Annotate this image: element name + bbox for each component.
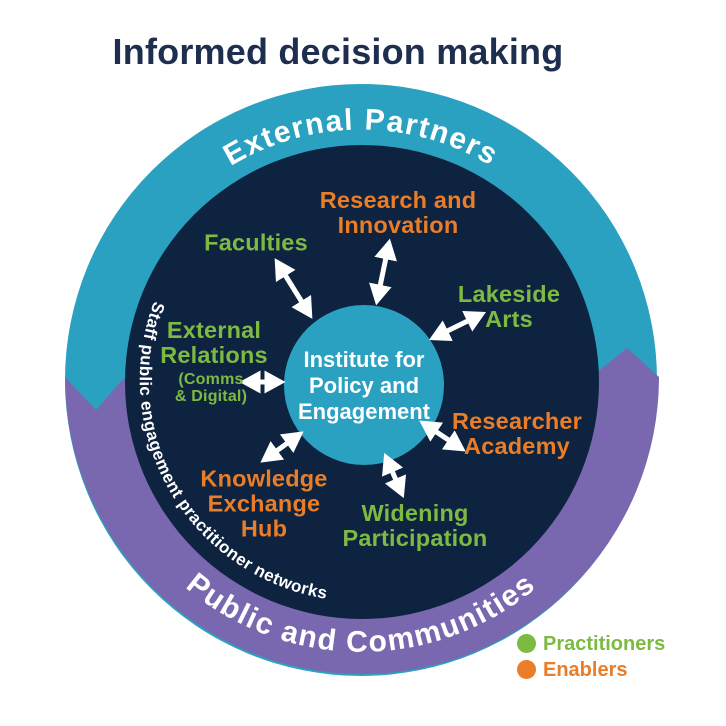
legend-label-practitioners: Practitioners xyxy=(543,632,666,655)
spoke-arrows xyxy=(239,238,487,499)
arrow-knowledge-exchange-hub xyxy=(260,431,304,463)
practitioners-dot-icon xyxy=(517,634,536,653)
center-circle xyxy=(284,305,444,465)
spoke-label-research-innovation: Research and Innovation xyxy=(319,187,477,238)
arrow-widening-participation xyxy=(381,452,407,499)
arrow-researcher-academy xyxy=(419,420,466,452)
center-circle-label: Institute for Policy and Engagement xyxy=(297,347,431,424)
legend: Practitioners Enablers xyxy=(517,632,665,684)
legend-label-enablers: Enablers xyxy=(543,658,628,681)
spoke-sublabel-comms-digital: (Comms & Digital) xyxy=(174,371,248,405)
spoke-label-external-relations: External Relations xyxy=(160,317,268,368)
page-title: Informed decision making xyxy=(112,31,564,72)
legend-row-practitioners: Practitioners xyxy=(517,632,665,655)
arrow-research-innovation xyxy=(369,238,397,306)
spoke-label-knowledge-exchange-hub: Knowledge Exchange Hub xyxy=(200,465,328,542)
spoke-label-widening-participation: Widening Participation xyxy=(342,500,488,551)
arrow-faculties xyxy=(274,258,313,319)
arrow-lakeside-arts xyxy=(428,310,487,342)
spoke-label-researcher-academy: Researcher Academy xyxy=(451,408,583,459)
legend-row-enablers: Enablers xyxy=(517,658,665,681)
enablers-dot-icon xyxy=(517,660,536,679)
spoke-label-lakeside-arts: Lakeside Arts xyxy=(457,281,561,332)
spoke-label-faculties: Faculties xyxy=(204,229,308,256)
